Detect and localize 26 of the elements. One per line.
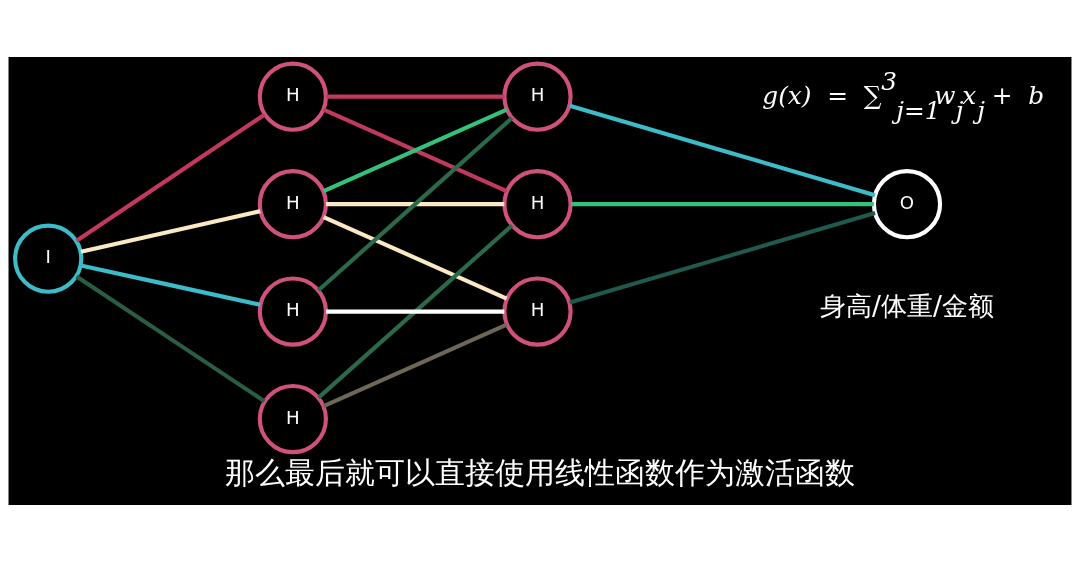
- node-circle: H: [502, 275, 573, 347]
- node-circle: H: [257, 61, 328, 132]
- node-circle: H: [502, 168, 573, 239]
- node-circle: H: [257, 383, 328, 454]
- node-circle: H: [257, 275, 328, 347]
- connector: [326, 94, 505, 99]
- node-circle: O: [871, 168, 943, 239]
- connector: [75, 112, 266, 242]
- connector: [80, 262, 261, 307]
- connector: [322, 107, 508, 193]
- connector: [322, 322, 508, 408]
- connector: [326, 201, 505, 206]
- connector: [80, 208, 261, 254]
- node-label: 身高/体重/金额: [820, 289, 994, 321]
- connector: [322, 214, 508, 300]
- caption: 那么最后就可以直接使用线性函数作为激活函数: [225, 454, 855, 490]
- connector: [317, 223, 514, 399]
- node-circle: H: [502, 61, 573, 132]
- connector: [75, 274, 266, 403]
- connector: [569, 210, 876, 305]
- connector: [326, 309, 505, 314]
- node-circle: I: [13, 223, 84, 294]
- connector: [571, 201, 874, 206]
- connector: [317, 115, 514, 292]
- node-circle: H: [257, 168, 328, 239]
- connector: [569, 103, 876, 197]
